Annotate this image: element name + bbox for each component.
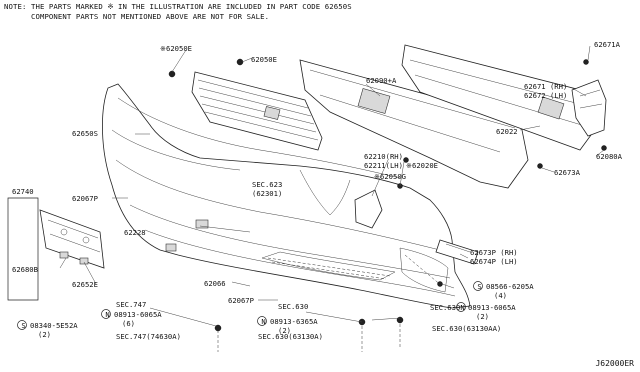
diagram-id: J62000ER (595, 359, 634, 368)
label-sec747-ref: SEC.747(74630A) (116, 332, 181, 341)
label-62652e: 62652E (72, 280, 98, 289)
label-62211-lh: 62211(LH) (364, 161, 403, 170)
leader-lines (59, 45, 605, 352)
fasteners (165, 58, 607, 332)
label-62674p-lh: 62674P (LH) (470, 257, 518, 266)
label-sec630-center: SEC.630 (278, 302, 309, 311)
label-62050g-marked: ※62050G (374, 172, 406, 181)
label-sec630-right: SEC.630 (430, 303, 461, 312)
label-62022: 62022 (496, 127, 518, 136)
label-62228: 62228 (124, 228, 146, 237)
label-62050e-marked: ※62050E (160, 44, 192, 53)
note-line-1: NOTE: THE PARTS MARKED ※ IN THE ILLUSTRA… (4, 2, 352, 11)
label-62740: 62740 (12, 187, 34, 196)
label-62650s: 62650S (72, 129, 98, 138)
label-sec630-ref-center: SEC.630(63130A) (258, 332, 323, 341)
label-62080a: 62080A (596, 152, 622, 161)
upper-side-bracket (354, 189, 383, 229)
label-62050e: 62050E (251, 55, 277, 64)
circle-symbol-s: S (21, 321, 26, 330)
label-62671a: 62671A (594, 40, 620, 49)
label-62067p-lower: 62067P (228, 296, 254, 305)
label-08340-qty: (2) (38, 330, 51, 339)
label-08913-6065a-left-qty: (6) (122, 319, 135, 328)
bumper-fascia (102, 83, 471, 309)
label-62020e-marked: ※62020E (406, 161, 438, 170)
note-line-2: COMPONENT PARTS NOT MENTIONED ABOVE ARE … (4, 12, 270, 21)
label-sec623-ref: (62301) (252, 189, 283, 198)
circle-symbol-n-center: N (261, 317, 266, 326)
label-62673a: 62673A (554, 168, 580, 177)
label-08913-6065a-left: 08913-6065A (114, 310, 162, 319)
license-plate-group (7, 197, 105, 301)
circle-symbol-n-right: N (460, 303, 465, 312)
label-08340: 08340-5E52A (30, 321, 78, 330)
label-08913-6365a-qty: (2) (278, 326, 291, 335)
label-62066: 62066 (204, 279, 226, 288)
circle-symbol-n-left: N (105, 310, 110, 319)
label-62067p-upper: 62067P (72, 194, 98, 203)
label-sec623: SEC.623 (252, 180, 283, 189)
circle-symbol-s-right: S (477, 282, 482, 291)
label-sec630-ref-right: SEC.630(63130AA) (432, 324, 502, 333)
parts-note: NOTE: THE PARTS MARKED ※ IN THE ILLUSTRA… (4, 2, 352, 22)
label-08913-6065a-right: 08913-6065A (468, 303, 516, 312)
label-08566: 08566-6205A (486, 282, 534, 291)
side-bracket (571, 79, 607, 137)
label-sec747: SEC.747 (116, 300, 147, 309)
label-62671-rh: 62671 (RH) (524, 82, 568, 91)
label-62090a: 62090+A (366, 76, 397, 85)
label-08566-qty: (4) (494, 291, 507, 300)
label-62672-lh: 62672 (LH) (524, 91, 568, 100)
energy-absorber (299, 59, 529, 189)
bolt-symbols (17, 281, 483, 330)
label-62673p-rh: 62673P (RH) (470, 248, 518, 257)
front-grille (191, 71, 323, 151)
label-08913-6365a: 08913-6365A (270, 317, 318, 326)
label-62210-rh: 62210(RH) (364, 152, 403, 161)
label-62680b: 62680B (12, 265, 38, 274)
label-08913-6065a-right-qty: (2) (476, 312, 489, 321)
